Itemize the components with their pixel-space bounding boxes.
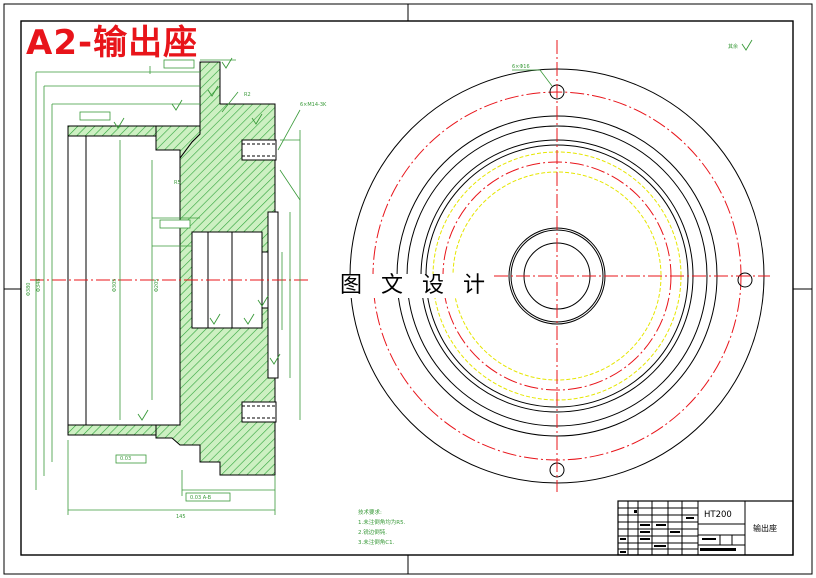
inner-frame xyxy=(20,20,794,556)
thread-hole-top xyxy=(241,139,277,161)
section-view: R5 6×M14-3K R2 Φ380 Φ348 Φ305 Φ205 145 0… xyxy=(26,57,327,520)
cylinder-wall-top xyxy=(67,125,157,137)
face-step xyxy=(267,211,279,379)
hole-callout: 6×Φ16 xyxy=(512,64,530,70)
dia-left-2: Φ348 xyxy=(36,279,42,292)
roughness-marks xyxy=(113,57,281,421)
flatness-value: 0.03 xyxy=(120,456,131,462)
drawing-title-stamp: A2-输出座 xyxy=(26,23,199,63)
tech-note-3: 3.未注倒角C1. xyxy=(358,538,395,546)
dia-left-1: Φ380 xyxy=(26,283,32,296)
tech-note-2: 2.锐边倒钝. xyxy=(358,528,387,536)
tech-note-1: 1.未注倒角均为R5. xyxy=(358,518,406,526)
dimension-texts: R5 6×M14-3K R2 Φ380 Φ348 Φ305 Φ205 145 0… xyxy=(26,92,327,520)
watermark-label: 图 文 设 计 xyxy=(338,273,493,299)
dia-inner-2: Φ205 xyxy=(154,279,160,292)
tech-notes: 技术要求: 1.未注倒角均为R5. 2.锐边倒钝. 3.未注倒角C1. xyxy=(358,508,406,546)
material-label: HT200 xyxy=(704,510,732,520)
title-block-part-name: 输出座 xyxy=(753,523,777,533)
bolt-hole-right xyxy=(737,272,753,288)
radius-label-r2: R2 xyxy=(244,92,251,98)
cylinder-wall-bottom xyxy=(67,424,157,436)
length-total: 145 xyxy=(176,514,186,520)
tech-notes-title: 技术要求: xyxy=(358,508,382,516)
radius-label-r5: R5 xyxy=(174,180,181,186)
section-upper-lip xyxy=(155,125,201,160)
thread-hole-bottom xyxy=(241,401,277,423)
datum-ref: 0.03 A-B xyxy=(190,495,212,501)
title-block xyxy=(617,500,794,556)
roughness-other-label: 其余 xyxy=(728,43,738,50)
dia-inner: Φ305 xyxy=(112,279,118,292)
front-view: 6×Φ16 其余 xyxy=(340,39,770,492)
thread-callout: 6×M14-3K xyxy=(300,102,327,108)
dimension-lines xyxy=(35,59,301,515)
callout-boxes xyxy=(79,59,231,502)
